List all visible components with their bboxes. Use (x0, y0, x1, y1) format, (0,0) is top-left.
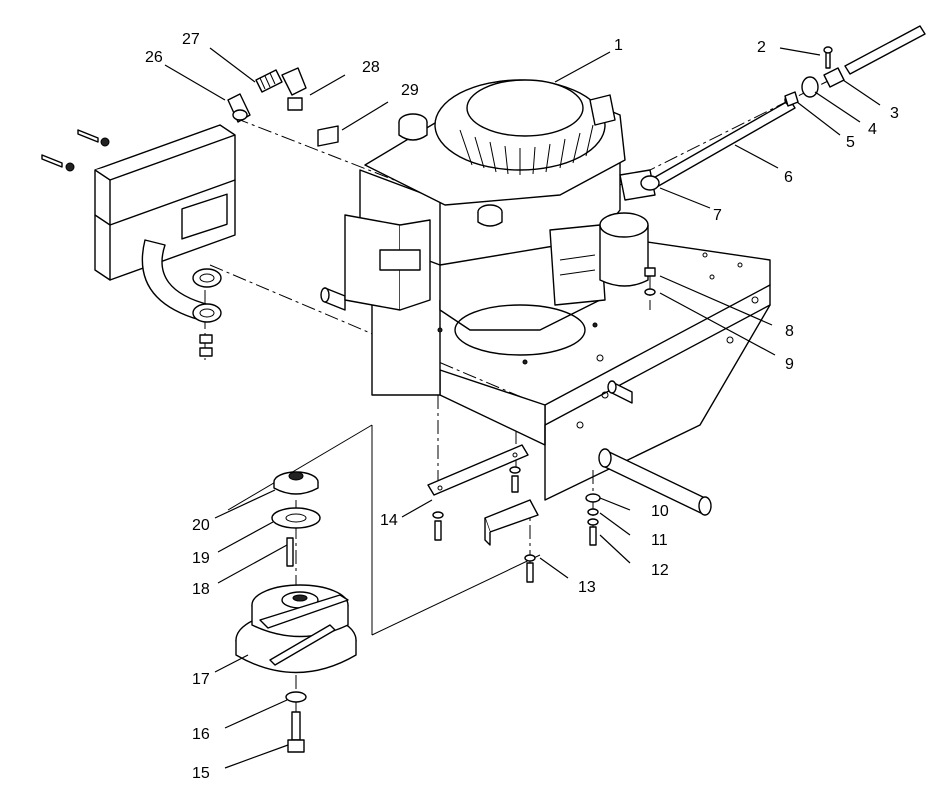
callout-28: 28 (362, 59, 380, 76)
callout-labels: 1 2 3 4 5 6 7 8 9 10 11 12 13 14 15 16 1… (145, 31, 899, 782)
callout-18: 18 (192, 581, 210, 598)
callout-8: 8 (785, 323, 794, 340)
callout-5: 5 (846, 134, 855, 151)
callout-26: 26 (145, 49, 163, 66)
breather-fittings (227, 67, 339, 147)
throttle-rod-assembly (640, 25, 926, 296)
muffler-assembly (41, 124, 236, 357)
leader-lines (164, 47, 881, 769)
callout-2: 2 (757, 39, 766, 56)
callout-27: 27 (182, 31, 200, 48)
callout-10: 10 (651, 503, 669, 520)
callout-7: 7 (713, 207, 722, 224)
clutch-stack (235, 471, 357, 753)
mount-brackets (427, 444, 601, 583)
engine-deck-plate (320, 234, 771, 516)
engine-assembly (344, 79, 656, 365)
callout-12: 12 (651, 562, 669, 579)
callout-29: 29 (401, 82, 419, 99)
callout-17: 17 (192, 671, 210, 688)
callout-16: 16 (192, 726, 210, 743)
callout-4: 4 (868, 121, 877, 138)
callout-6: 6 (784, 169, 793, 186)
callout-3: 3 (890, 105, 899, 122)
callout-20: 20 (192, 517, 210, 534)
callout-1: 1 (614, 37, 623, 54)
callout-14: 14 (380, 512, 398, 529)
callout-19: 19 (192, 550, 210, 567)
callout-15: 15 (192, 765, 210, 782)
callout-11: 11 (651, 532, 668, 549)
callout-9: 9 (785, 356, 794, 373)
callout-13: 13 (578, 579, 596, 596)
